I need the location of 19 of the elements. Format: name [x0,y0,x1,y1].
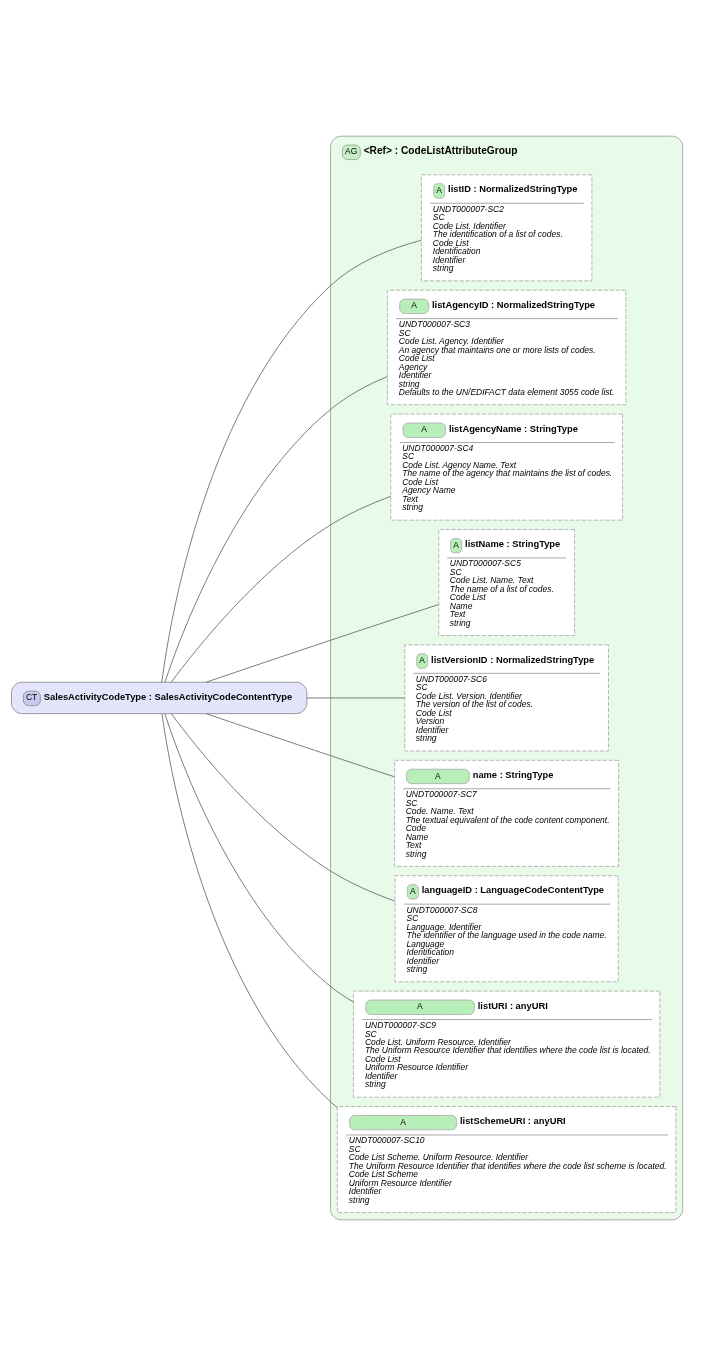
connector [205,603,439,683]
connector [306,697,406,698]
node-box: A listID : NormalizedStringType UNDT000007-SC2 SC Code List. Identifier The identification of a list of codes. Code List Identification Identifier string [420,173,593,281]
node-box: A listAgencyID : NormalizedStringType UNDT000007-SC3 SC Code List. Agency. Identifier An agency that maintains one or more lists of codes. Code List Agency Identifier string Defaults to the UN/EDIFACT data element 3055 code list. [387,289,627,405]
node-box: A listURI : anyURI UNDT000007-SC9 SC Code List. Uniform Resource. Identifier The Uniform Resource Identifier that identifies where the code list is located. Code List Uniform Resource Identifier Identifier string [353,990,661,1098]
connector [170,495,392,682]
node-box: A listAgencyName : StringType UNDT000007-SC4 SC Code List. Agency Name. Text The name of the agency that maintains the list of codes. Code List Agency Name Text string [390,413,623,521]
node-box: A listSchemeURI : anyURI UNDT000007-SC10 SC Code List Scheme. Uniform Resource. Identifier The Uniform Resource Identifier that identifies where the code list scheme is located. Code List Scheme Uniform Resource Identifier Identifier string [336,1105,677,1213]
connector [164,712,354,1002]
node-box: A listName : StringType UNDT000007-SC5 SC Code List. Name. Text The name of a list of codes. Code List Name Text string [438,528,575,636]
node-box: A languageID : LanguageCodeContentType UNDT000007-SC8 SC Language. Identifier The identifier of the language used in the code name. Language Identification Identifier string [394,874,619,982]
connector [161,712,338,1108]
node-box: CT SalesActivityCodeType : SalesActivityCodeContentType [11,681,308,714]
connector [205,712,395,777]
connector [164,375,388,682]
node-box: A listVersionID : NormalizedStringType UNDT000007-SC6 SC Code List. Version. Identifier The version of the list of codes. Code List Version Identifier string [404,644,609,751]
connector [161,239,422,683]
connector [170,712,396,902]
node-box: A name : StringType UNDT000007-SC7 SC Code. Name. Text The textual equivalent of the code content component. Code Name Text string [394,759,620,867]
